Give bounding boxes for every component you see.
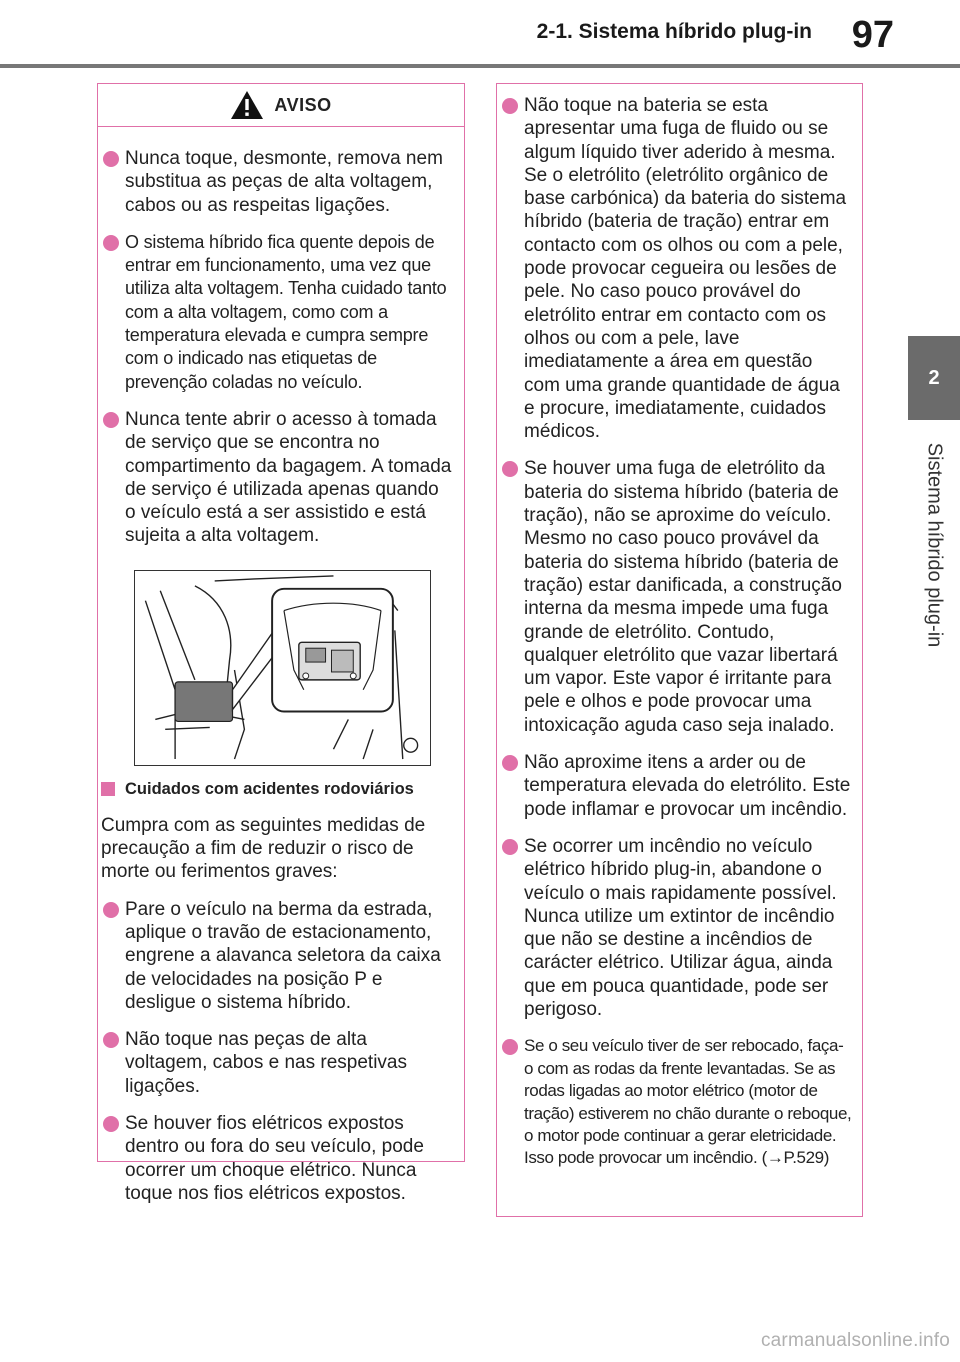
bullet-text: Nunca tente abrir o acesso à tomada de s… <box>125 408 452 547</box>
bullet-item: Não aproxime itens a arder ou de tempera… <box>497 751 862 821</box>
bullet-dot-icon <box>103 234 119 251</box>
bullet-dot-icon <box>502 755 518 772</box>
warning-box-left: AVISO Nunca toque, desmonte, remova nem … <box>97 83 465 1204</box>
subheading-accidents: Cuidados com acidentes rodoviários <box>98 780 464 799</box>
luggage-compartment-drawing <box>144 575 419 760</box>
bullet-text: Nunca toque, desmonte, remova nem substi… <box>125 148 443 216</box>
intro-paragraph: Cumpra com as seguintes medidas de preca… <box>101 814 426 883</box>
bullet-item: O sistema híbrido fica quente depois de … <box>98 231 464 394</box>
chapter-tab-number: 2 <box>928 366 940 389</box>
bullet-item: Não toque na bateria se esta apresentar … <box>497 94 862 443</box>
bullet-dot-icon <box>103 1116 119 1133</box>
page-number: 97 <box>851 14 894 56</box>
bullet-dot-icon <box>103 1032 119 1049</box>
chapter-tab[interactable]: 2 <box>908 336 960 420</box>
service-plug-illustration <box>134 569 431 766</box>
warning-triangle-icon <box>231 91 264 119</box>
bullet-item: Nunca toque, desmonte, remova nem substi… <box>98 147 464 217</box>
bullet-item: Nunca tente abrir o acesso à tomada de s… <box>98 408 464 548</box>
bullet-item: Se ocorrer um incêndio no veículo elétri… <box>497 835 862 1021</box>
bullet-dot-icon <box>103 411 119 428</box>
bullet-item: Não toque nas peças de alta voltagem, ca… <box>98 1028 464 1098</box>
bullet-item: Se houver fios elétricos expostos dentro… <box>98 1112 464 1205</box>
bullet-item: Se houver uma fuga de eletrólito da bate… <box>497 457 862 737</box>
bullet-text: Não aproxime itens a arder ou de tempera… <box>524 752 851 820</box>
bullet-text: Se ocorrer um incêndio no veículo elétri… <box>524 835 837 1020</box>
bullet-text: O sistema híbrido fica quente depois de … <box>125 231 447 392</box>
warning-content-left: Nunca toque, desmonte, remova nem substi… <box>98 127 464 1205</box>
bullet-text: Se houver uma fuga de eletrólito da bate… <box>524 458 842 736</box>
section-title: 2-1. Sistema híbrido plug-in <box>536 20 812 43</box>
bullet-dot-icon <box>502 1039 518 1056</box>
bullet-dot-icon <box>103 151 119 167</box>
bullet-dot-icon <box>502 838 518 855</box>
header-rule <box>0 64 960 68</box>
bullet-dot-icon <box>502 461 518 478</box>
bullet-item: Pare o veículo na berma da estrada, apli… <box>98 898 464 1014</box>
watermark-text: carmanualsonline.info <box>760 1330 950 1351</box>
square-bullet-icon <box>101 781 115 796</box>
bullet-dot-icon <box>103 901 119 918</box>
bullet-text: Se o seu veículo tiver de ser rebocado, … <box>524 1036 852 1168</box>
subheading-text: Cuidados com acidentes rodoviários <box>125 779 414 798</box>
bullet-text: Se houver fios elétricos expostos dentro… <box>125 1113 424 1204</box>
bullet-text: Pare o veículo na berma da estrada, apli… <box>125 898 441 1013</box>
bullet-dot-icon <box>502 98 518 114</box>
warning-box-header: AVISO <box>98 84 464 127</box>
bullet-item: Se o seu veículo tiver de ser rebocado, … <box>497 1035 862 1169</box>
bullet-text: Não toque nas peças de alta voltagem, ca… <box>125 1029 407 1097</box>
warning-box-right: Não toque na bateria se esta apresentar … <box>496 83 863 1217</box>
chapter-tab-label: Sistema híbrido plug-in <box>923 442 946 648</box>
warning-content-right: Não toque na bateria se esta apresentar … <box>497 84 862 1170</box>
warning-title: AVISO <box>274 94 332 115</box>
bullet-text: Não toque na bateria se esta apresentar … <box>524 95 847 443</box>
